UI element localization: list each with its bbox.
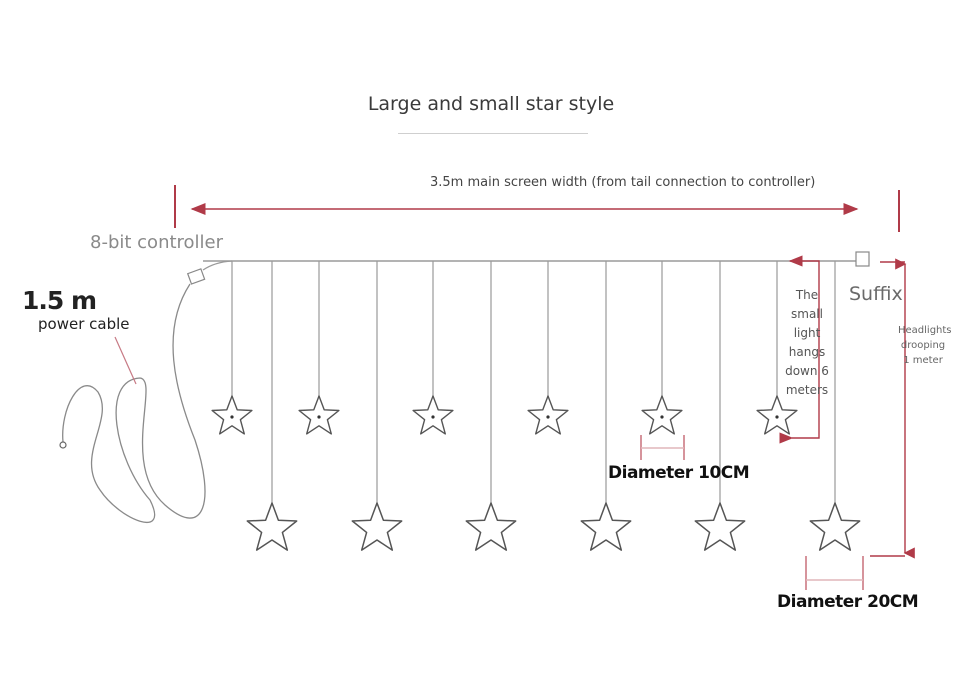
small-diameter-label: Diameter 10CM [608,463,750,483]
controller-box [186,268,206,285]
small-star-strands [231,261,778,402]
main-width-label: 3.5m main screen width (from tail connec… [430,175,816,190]
cable-length-label: 1.5 m [22,286,97,315]
cable-leader-line [114,336,137,385]
controller-label: 8-bit controller [90,232,224,253]
power-cable-label: power cable [38,315,130,333]
large-diameter-label: Diameter 20CM [777,592,919,612]
large-stars [246,502,861,551]
title-underline [398,133,588,134]
small-diameter-marker [640,435,685,460]
large-star-strands [271,261,836,506]
small-star-icon [298,395,340,435]
large-star-icon [580,502,632,551]
small-star-centers [230,415,779,419]
tail-connector-box [855,251,870,267]
small-stars [211,395,798,435]
small-star-icon [412,395,454,435]
controller-wire [202,260,233,271]
small-star-icon [527,395,569,435]
small-star-icon [641,395,683,435]
large-star-icon [809,502,861,551]
large-star-icon [351,502,403,551]
suffix-label: Suffix [849,283,903,305]
power-cable [62,283,206,524]
headlights-droop-label: Headlights drooping 1 meter [898,325,952,366]
diagram-title: Large and small star style [367,93,615,115]
small-star-icon [756,395,798,435]
small-hang-dimension [779,255,820,444]
small-light-hang-label: The small light hangs down 6 meters [785,288,829,397]
large-diameter-marker [805,556,864,590]
large-star-icon [465,502,517,551]
small-star-icon [211,395,253,435]
large-star-icon [694,502,746,551]
large-star-icon [246,502,298,551]
plug-end [59,441,67,449]
